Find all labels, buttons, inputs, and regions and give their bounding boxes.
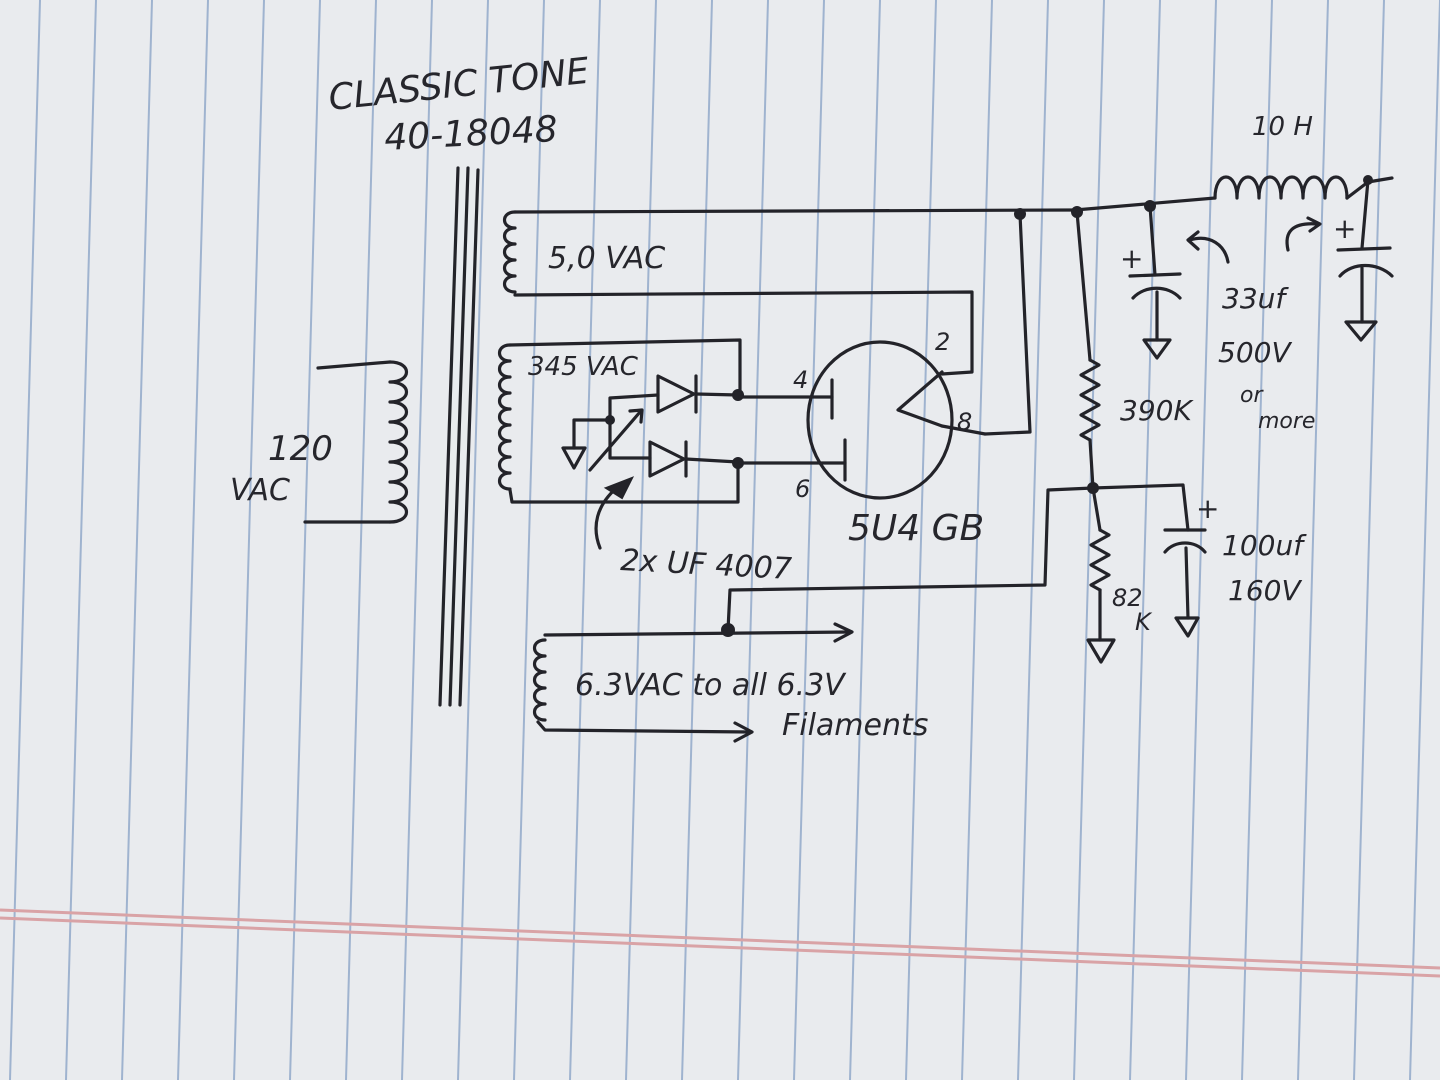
tube-pin-8: 8 bbox=[957, 408, 972, 436]
ruled-line bbox=[345, 0, 377, 1080]
ruled-line bbox=[457, 0, 489, 1080]
primary-voltage-label: 120 bbox=[268, 429, 333, 469]
cap1-value: 33uf bbox=[1222, 282, 1289, 315]
cap1-voltage: 500V bbox=[1218, 336, 1292, 369]
primary-winding bbox=[303, 360, 409, 524]
cap1-note-more: more bbox=[1258, 409, 1315, 434]
ruled-line bbox=[1297, 0, 1329, 1080]
silicon-diode-pair bbox=[561, 374, 744, 550]
cap-pointer-arrows bbox=[1186, 216, 1322, 264]
r2-label-k: K bbox=[1135, 608, 1153, 636]
tube-pin-2: 2 bbox=[935, 328, 950, 356]
ruled-line bbox=[737, 0, 769, 1080]
sec-6v3-label: 6.3VAC to all 6.3V bbox=[575, 668, 847, 703]
ruled-line bbox=[65, 0, 97, 1080]
ruled-line bbox=[233, 0, 265, 1080]
tube-pin-6: 6 bbox=[795, 475, 810, 503]
cap3-value: 100uf bbox=[1222, 529, 1307, 562]
sec-5v-label: 5,0 VAC bbox=[548, 241, 665, 276]
cap3-voltage: 160V bbox=[1228, 574, 1302, 607]
cap2-plus: + bbox=[1333, 212, 1356, 245]
cap1-note-or: or bbox=[1240, 383, 1264, 408]
ruled-line bbox=[625, 0, 657, 1080]
heater-6v3-winding bbox=[532, 622, 854, 743]
filter-cap-1 bbox=[1128, 204, 1182, 360]
ruled-line bbox=[905, 0, 937, 1080]
ruled-line bbox=[793, 0, 825, 1080]
r2-label-82: 82 bbox=[1112, 584, 1143, 612]
ruled-line bbox=[1073, 0, 1105, 1080]
filaments-label: Filaments bbox=[782, 708, 928, 743]
ruled-line bbox=[681, 0, 713, 1080]
hv-secondary-winding bbox=[497, 338, 742, 504]
primary-unit-label: VAC bbox=[230, 473, 290, 508]
tube-type-label: 5U4 GB bbox=[848, 508, 984, 549]
ruled-line bbox=[289, 0, 321, 1080]
sec-345v-label: 345 VAC bbox=[528, 352, 639, 382]
ruled-line bbox=[401, 0, 433, 1080]
rectifier-tube-5u4gb bbox=[738, 340, 987, 500]
ruled-line bbox=[961, 0, 993, 1080]
ruled-line bbox=[1017, 0, 1049, 1080]
cap1-plus: + bbox=[1120, 242, 1143, 275]
tube-pin-4: 4 bbox=[793, 366, 808, 394]
transformer-part-number: 40-18048 bbox=[383, 109, 558, 159]
r1-label: 390K bbox=[1120, 394, 1194, 427]
ruled-line bbox=[849, 0, 881, 1080]
ruled-line bbox=[177, 0, 209, 1080]
ruled-line bbox=[121, 0, 153, 1080]
ruled-line bbox=[1129, 0, 1161, 1080]
voltage-divider bbox=[726, 210, 1207, 664]
ruled-line bbox=[513, 0, 545, 1080]
filament-5v-winding bbox=[502, 206, 1083, 436]
transformer-core bbox=[438, 166, 480, 707]
ruled-line bbox=[9, 0, 41, 1080]
ruled-line bbox=[569, 0, 601, 1080]
filter-cap-2 bbox=[1336, 178, 1394, 342]
ruled-line bbox=[1241, 0, 1273, 1080]
choke-label: 10 H bbox=[1252, 112, 1313, 142]
ruled-line bbox=[1409, 0, 1440, 1080]
margin-lines bbox=[0, 908, 1440, 978]
ruled-line bbox=[1185, 0, 1217, 1080]
cap3-plus: + bbox=[1196, 492, 1219, 525]
